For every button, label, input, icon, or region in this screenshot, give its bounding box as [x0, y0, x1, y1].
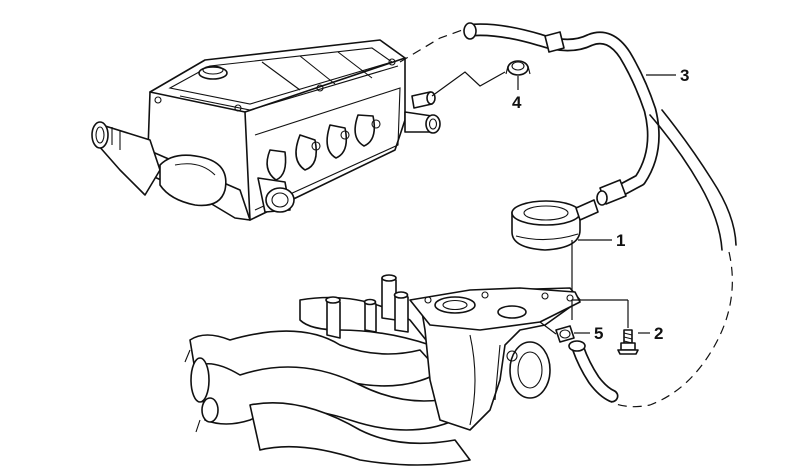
breather-hose-assembly — [463, 22, 737, 408]
breather-nipple-end — [426, 91, 436, 105]
valve-cover-ribs — [261, 51, 373, 91]
hose-clamp — [505, 60, 531, 76]
small-hose-clamp-bore — [559, 329, 571, 339]
port-bolt — [371, 119, 381, 129]
hose-lower-fitting-end — [596, 190, 608, 206]
cover-bolt — [316, 84, 324, 92]
small-hose-end — [568, 340, 586, 352]
valve-cover-rim — [179, 65, 399, 111]
long-hose-outer — [649, 114, 723, 251]
bolt — [617, 329, 639, 355]
oil-filler-cap-top — [202, 65, 224, 75]
small-hose-clamp — [555, 325, 575, 343]
lower-outlet-pipe-bore — [271, 192, 289, 208]
hose-end-fitting — [463, 22, 477, 40]
leader-line-2-link — [571, 299, 629, 328]
breather-hose-inner — [467, 24, 659, 200]
intake-port — [354, 114, 376, 147]
intake-port — [295, 134, 318, 171]
callout-5: 5 — [594, 324, 603, 343]
cylinder-head — [91, 39, 441, 221]
oil-separator — [511, 199, 599, 251]
manifold-casting-lines — [469, 334, 501, 426]
thermostat-housing-rib — [174, 163, 216, 176]
small-hose-inner — [573, 343, 617, 401]
leader-line-5-link — [539, 321, 557, 335]
runner-inlet-edge — [184, 349, 201, 433]
cover-bolt — [154, 96, 162, 104]
oil-separator-top — [511, 200, 581, 226]
manifold-stub-top — [325, 296, 341, 304]
hose-clamp-ring — [507, 60, 529, 76]
bolt-head — [620, 342, 636, 351]
callout-4: 4 — [512, 93, 522, 112]
port-bolt — [311, 141, 321, 151]
manifold-stub-top — [363, 298, 377, 306]
cylinder-head-corner-edge — [244, 111, 251, 221]
oil-separator-nipple — [575, 199, 599, 221]
coolant-pipe-left-ribs — [111, 127, 121, 150]
coolant-pipe-left-end — [91, 121, 109, 149]
lower-outlet-pipe-end — [265, 187, 295, 213]
manifold-port-opening — [497, 305, 527, 319]
manifold-stub — [381, 277, 397, 321]
intake-manifold — [184, 274, 581, 466]
dashed-link-head-hose — [399, 27, 469, 63]
runner-inlet — [201, 397, 219, 423]
manifold-throttle-bore — [442, 299, 468, 311]
flange-bolt-hole — [481, 291, 489, 299]
port-bolt — [340, 130, 350, 140]
manifold-stub — [326, 299, 341, 339]
small-hose-clamp-body — [555, 325, 575, 343]
hose-connector — [544, 31, 565, 53]
manifold-stub — [394, 294, 409, 333]
coolant-pipe-left-bore — [95, 126, 105, 144]
hose-clamp-ends — [505, 65, 531, 75]
manifold-runner — [249, 402, 471, 466]
right-outlet-pipe-end — [425, 114, 441, 134]
cover-bolt — [388, 58, 396, 66]
manifold-stub-top — [393, 291, 409, 299]
runner-inlet — [190, 357, 210, 403]
manifold-side-boss — [509, 341, 551, 399]
flange-bolt-hole — [566, 294, 574, 302]
bolt-washer — [617, 349, 639, 355]
side-boss-nipple — [506, 350, 518, 362]
manifold-throttle-opening — [434, 296, 476, 314]
hose-clamp-bore — [511, 61, 525, 71]
cover-bolt — [234, 104, 242, 112]
callout-1: 1 — [616, 231, 625, 250]
manifold-stub — [364, 301, 377, 333]
manifold-flange — [409, 287, 581, 331]
thermostat-housing — [159, 154, 227, 207]
small-hose — [568, 340, 619, 403]
long-hose-inner — [661, 109, 737, 246]
manifold-side-boss-inner — [517, 351, 543, 389]
callout-3: 3 — [680, 66, 689, 85]
right-outlet-pipe-bore — [428, 118, 438, 130]
oil-filler-cap — [198, 66, 228, 80]
oil-separator-opening — [523, 205, 569, 221]
manifold-stub-top — [381, 274, 397, 282]
flange-bolt-hole — [424, 296, 432, 304]
flange-bolt-hole — [541, 292, 549, 300]
long-hose-dashed-route — [594, 251, 733, 408]
intake-port — [326, 124, 348, 159]
leader-line-4-link — [431, 71, 506, 97]
callout-2: 2 — [654, 324, 663, 343]
cylinder-head-side-face — [254, 87, 401, 211]
oil-separator-rib — [515, 233, 579, 241]
